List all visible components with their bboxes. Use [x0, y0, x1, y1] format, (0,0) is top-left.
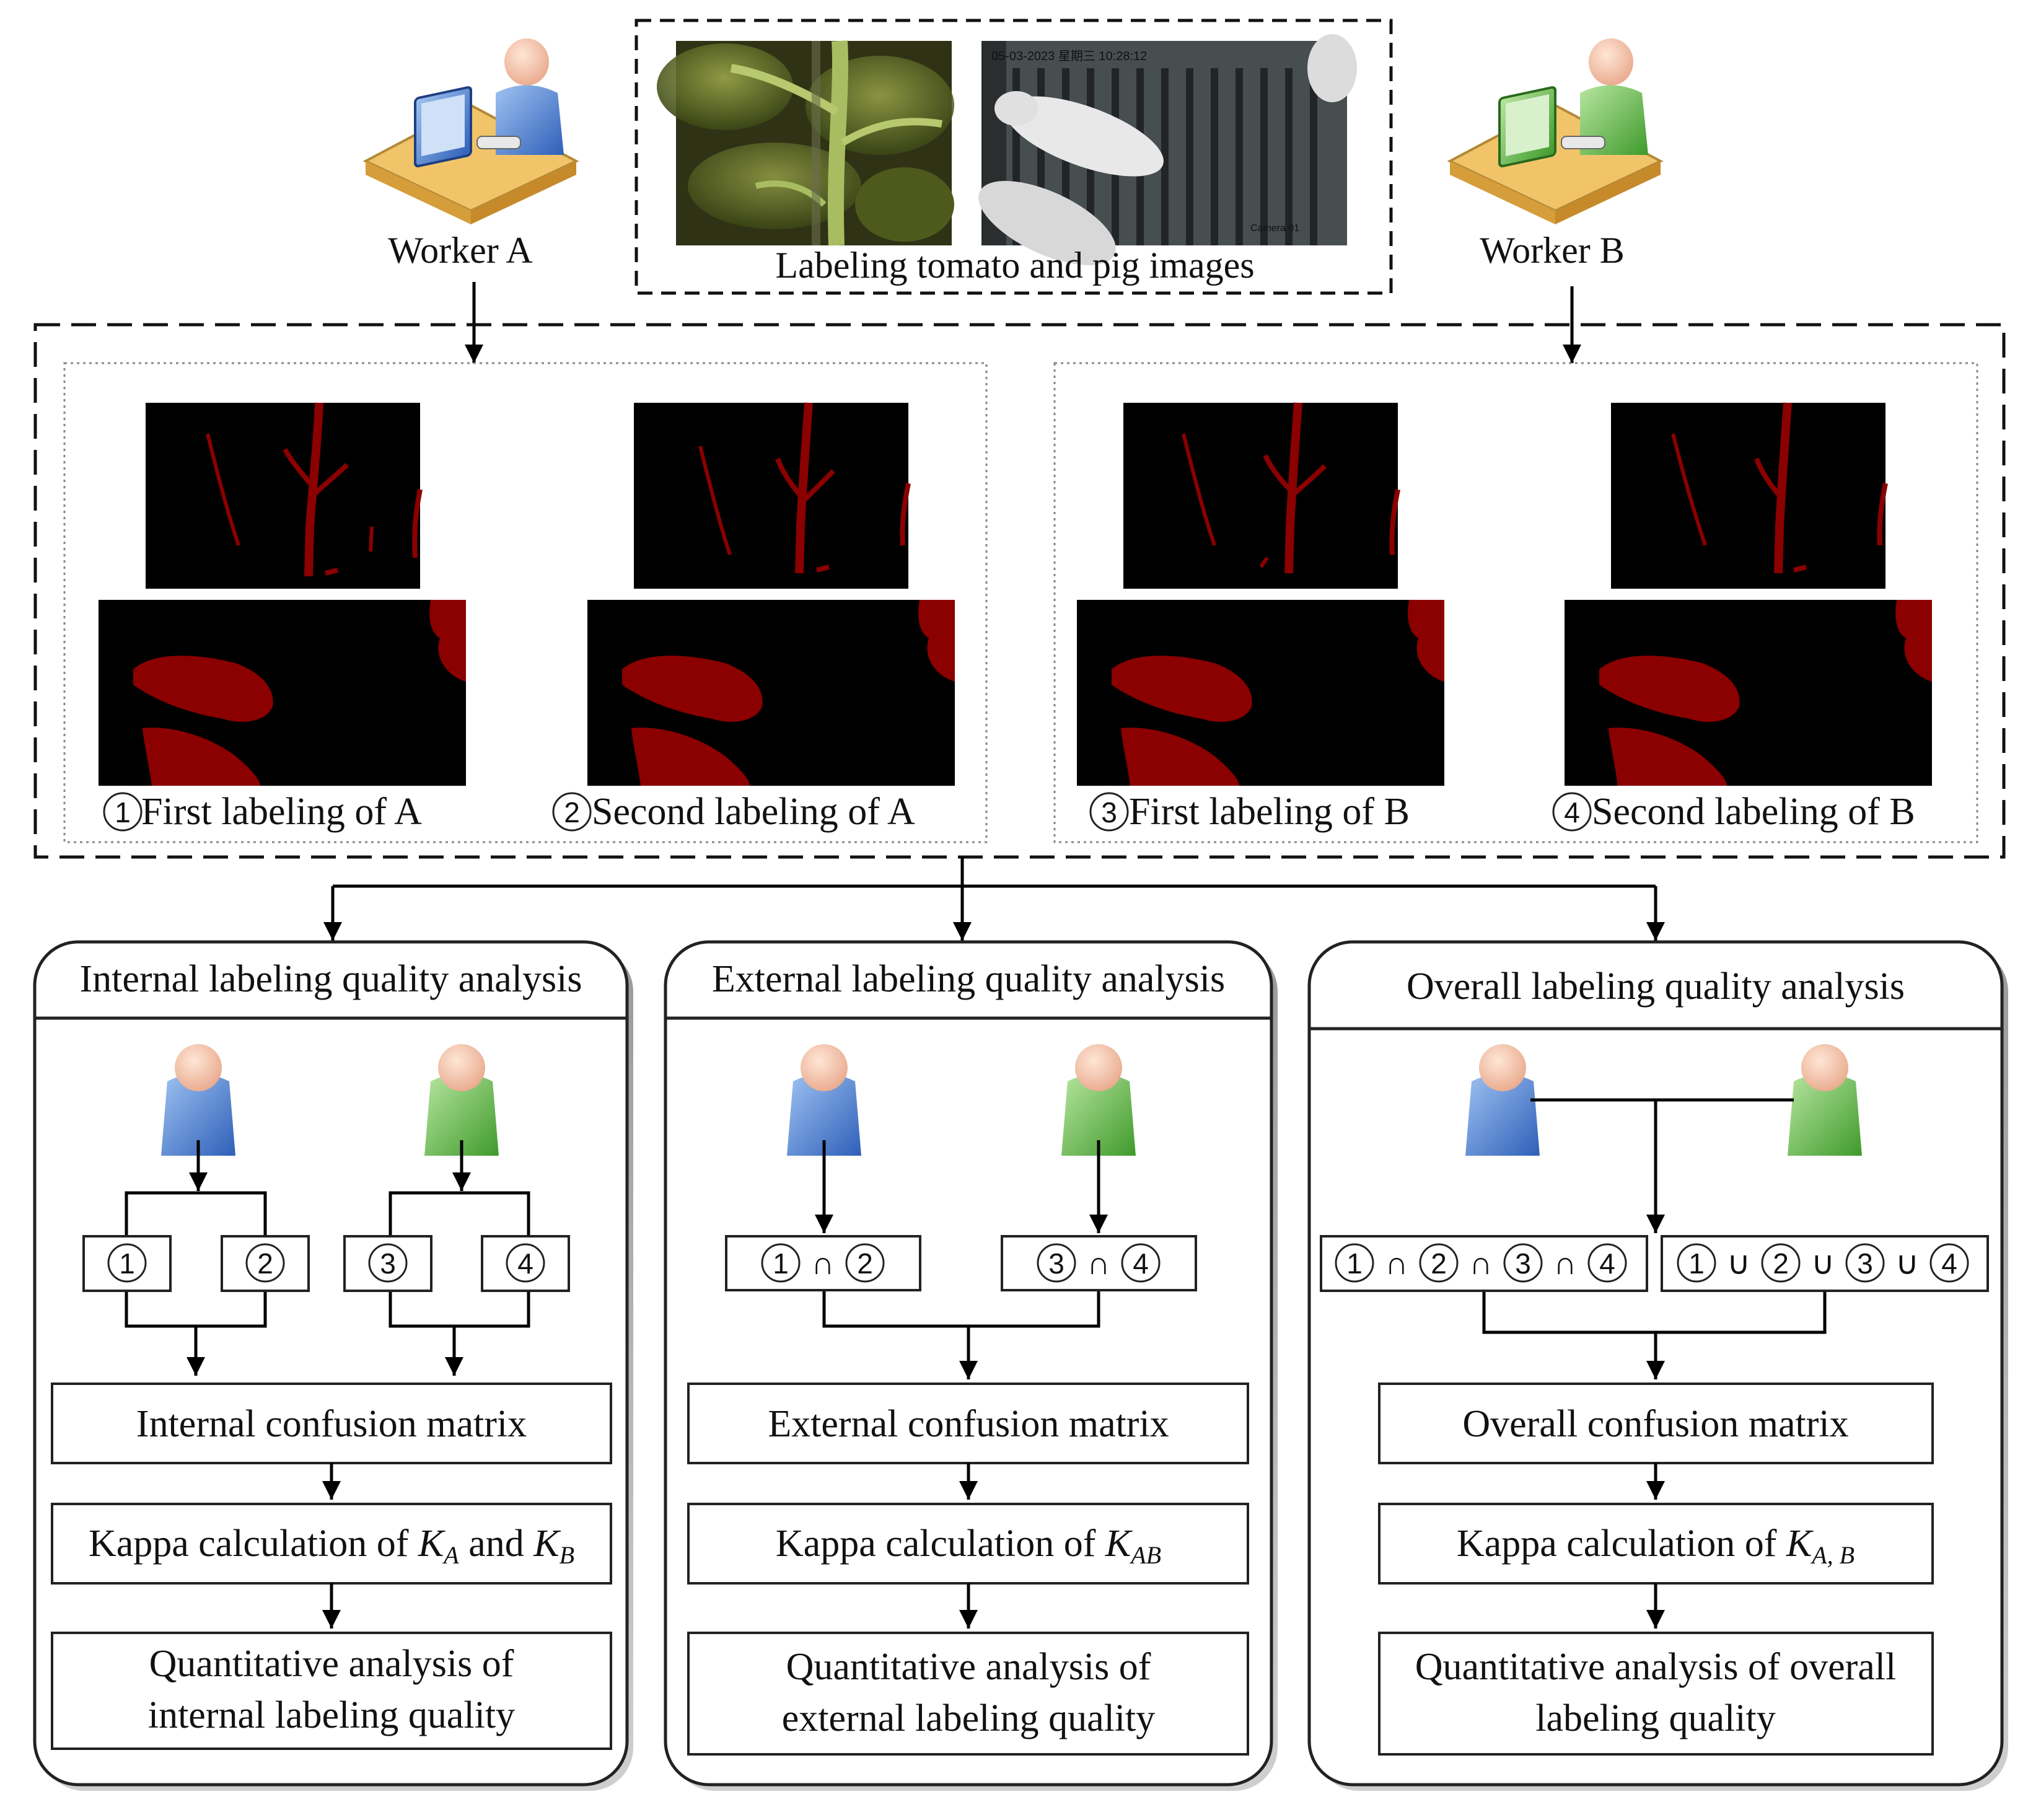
svg-text:2: 2: [257, 1247, 273, 1280]
labeling-caption-2: 2 Second labeling of A: [552, 791, 915, 833]
svg-text:∪: ∪: [1727, 1246, 1750, 1281]
source-images-frame: [634, 19, 1393, 295]
internal-box-4: 4: [481, 1235, 570, 1292]
overall-connectors: [1482, 1098, 1827, 1379]
svg-text:2: 2: [857, 1247, 873, 1280]
svg-text:First labeling of A: First labeling of A: [141, 791, 422, 833]
svg-text:4: 4: [1564, 796, 1580, 829]
svg-text:4: 4: [1599, 1247, 1615, 1280]
svg-text:2: 2: [1431, 1247, 1447, 1280]
svg-text:3: 3: [1515, 1247, 1531, 1280]
svg-text:∩: ∩: [1553, 1246, 1576, 1281]
svg-text:First labeling of B: First labeling of B: [1129, 791, 1410, 833]
worker-a-label: Worker A: [388, 230, 532, 271]
worker-a-avatar-icon: [787, 1044, 861, 1156]
internal-quant-line2: internal labeling quality: [148, 1694, 515, 1736]
internal-title: Internal labeling quality analysis: [80, 958, 582, 1000]
labeling-caption-4: 4 Second labeling of B: [1552, 791, 1915, 833]
internal-panel: Internal labeling quality analysis 1: [33, 940, 633, 1791]
external-panel: External labeling quality analysis 1 ∩ 2: [664, 940, 1278, 1791]
external-connectors: [815, 1140, 1108, 1379]
external-quant-line2: external labeling quality: [782, 1697, 1156, 1739]
pig-mask-3: [1077, 600, 1444, 786]
svg-text:1: 1: [1346, 1247, 1363, 1280]
worker-b-avatar-icon: [424, 1044, 499, 1156]
source-images-caption: Labeling tomato and pig images: [775, 245, 1254, 286]
camera-label: Camera 01: [1250, 223, 1299, 234]
internal-kappa: Kappa calculation of KA and KB: [89, 1523, 574, 1569]
svg-text:3: 3: [1101, 796, 1117, 829]
internal-connectors: [125, 1140, 530, 1376]
svg-text:3: 3: [380, 1247, 396, 1280]
svg-text:1: 1: [119, 1247, 135, 1280]
svg-text:4: 4: [1133, 1247, 1149, 1280]
external-quant-line1: Quantitative analysis of: [786, 1646, 1151, 1688]
labeling-caption-1: 1 First labeling of A: [103, 791, 422, 833]
tomato-mask-4: [1611, 402, 1888, 589]
svg-text:∩: ∩: [1087, 1246, 1110, 1281]
camera-timestamp: 05-03-2023 星期三 10:28:12: [991, 50, 1147, 63]
external-kappa: Kappa calculation of KAB: [776, 1523, 1161, 1569]
labeling-results-frame: [33, 323, 2006, 859]
worker-a-avatar-icon: [161, 1044, 235, 1156]
external-box-a: 1 ∩ 2: [725, 1235, 921, 1291]
svg-text:∪: ∪: [1811, 1246, 1835, 1281]
svg-text:4: 4: [1941, 1247, 1957, 1280]
overall-box-union: 1 ∪ 2 ∪ 3 ∪ 4: [1661, 1235, 1989, 1292]
internal-box-1: 1: [82, 1235, 172, 1292]
split-connector: [323, 857, 1665, 941]
overall-panel: Overall labeling quality analysis 1 ∩ 2 …: [1307, 940, 2008, 1791]
overall-quant-line2: labeling quality: [1535, 1697, 1775, 1739]
tomato-mask-2: [634, 402, 911, 589]
worker-b-desk-icon: [1447, 38, 1664, 224]
worker-a-results-box: [63, 362, 988, 843]
labeling-caption-3: 3 First labeling of B: [1089, 791, 1410, 833]
svg-text:∩: ∩: [811, 1246, 834, 1281]
overall-title: Overall labeling quality analysis: [1407, 965, 1905, 1008]
svg-text:∩: ∩: [1469, 1246, 1492, 1281]
svg-text:1: 1: [1688, 1247, 1705, 1280]
pig-mask-2: [587, 600, 955, 786]
svg-text:2: 2: [1773, 1247, 1789, 1280]
internal-quant-line1: Quantitative analysis of: [149, 1643, 514, 1685]
external-matrix: External confusion matrix: [768, 1403, 1169, 1445]
external-box-b: 3 ∩ 4: [1001, 1235, 1197, 1291]
tomato-mask-1: [146, 402, 423, 589]
internal-box-2: 2: [221, 1235, 310, 1292]
worker-a-avatar-icon: [1465, 1044, 1540, 1156]
internal-box-3: 3: [343, 1235, 432, 1292]
svg-text:4: 4: [517, 1247, 533, 1280]
svg-text:2: 2: [564, 796, 580, 829]
worker-b-label: Worker B: [1480, 230, 1624, 271]
svg-text:∩: ∩: [1385, 1246, 1408, 1281]
worker-a-desk-icon: [362, 38, 579, 224]
worker-b-avatar-icon: [1788, 1044, 1862, 1156]
overall-kappa: Kappa calculation of KA, B: [1457, 1523, 1855, 1569]
svg-text:Second labeling of A: Second labeling of A: [592, 791, 915, 833]
overall-box-intersection: 1 ∩ 2 ∩ 3 ∩ 4: [1320, 1235, 1648, 1292]
svg-text:1: 1: [115, 796, 131, 829]
tomato-mask-3: [1123, 402, 1400, 589]
overall-quant-line1: Quantitative analysis of overall: [1415, 1646, 1896, 1688]
svg-text:3: 3: [1048, 1247, 1064, 1280]
tomato-photo: [657, 40, 954, 246]
overall-matrix: Overall confusion matrix: [1462, 1403, 1848, 1445]
internal-matrix: Internal confusion matrix: [136, 1403, 527, 1445]
svg-text:Second labeling of B: Second labeling of B: [1592, 791, 1915, 833]
pig-photo: 05-03-2023 星期三 10:28:12 Camera 01: [978, 34, 1357, 266]
pig-mask-1: [99, 600, 466, 786]
svg-text:3: 3: [1857, 1247, 1873, 1280]
svg-text:1: 1: [773, 1247, 789, 1280]
external-title: External labeling quality analysis: [712, 958, 1225, 1000]
worker-b-avatar-icon: [1061, 1044, 1136, 1156]
pig-mask-4: [1565, 600, 1932, 786]
svg-text:∪: ∪: [1895, 1246, 1919, 1281]
